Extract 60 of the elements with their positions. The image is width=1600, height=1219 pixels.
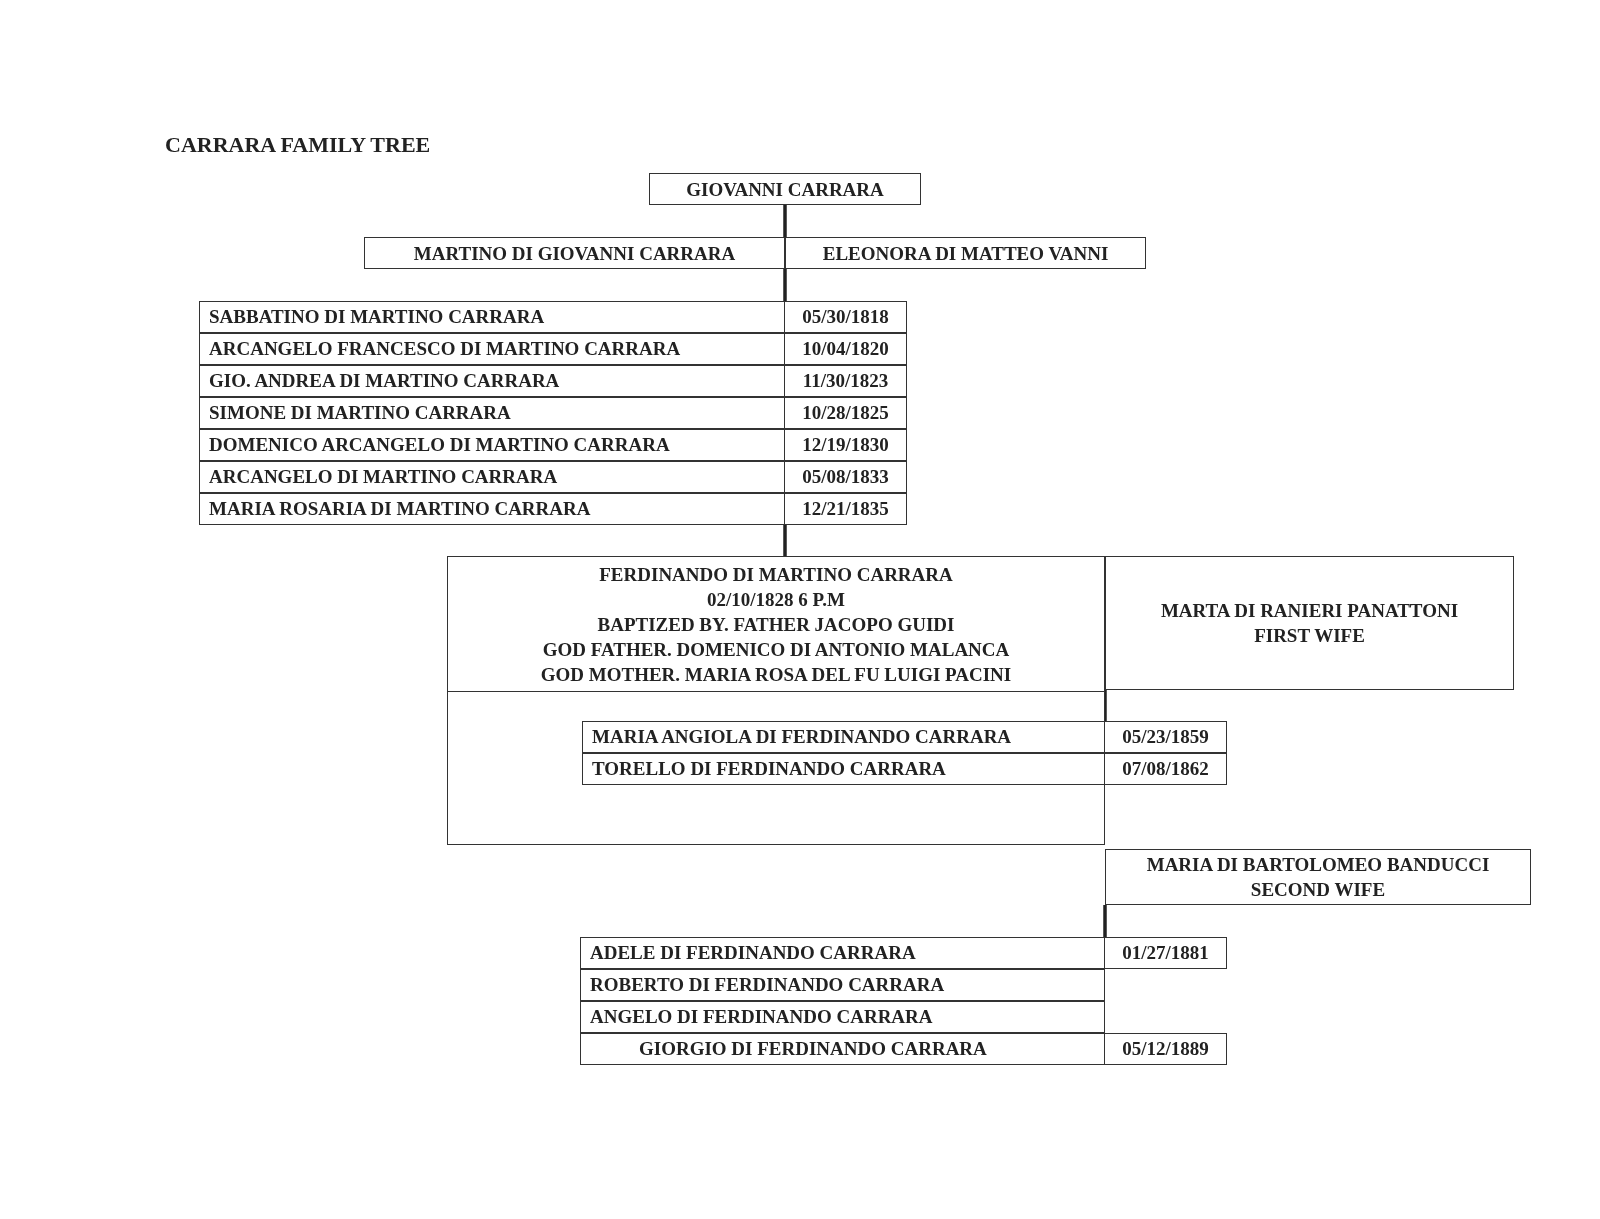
detail-text: GOD FATHER. DOMENICO DI ANTONIO MALANCA bbox=[542, 637, 1010, 662]
role-text: FIRST WIFE bbox=[1254, 624, 1365, 648]
birth-date: 10/28/1825 bbox=[784, 398, 906, 428]
role-text: SECOND WIFE bbox=[1250, 878, 1386, 902]
person-name: MARIA ROSARIA DI MARTINO CARRARA bbox=[208, 497, 592, 521]
person-name: ADELE DI FERDINANDO CARRARA bbox=[589, 941, 917, 965]
birth-date: 05/08/1833 bbox=[784, 462, 906, 492]
connector-line bbox=[1103, 905, 1107, 937]
person-name: FERDINANDO DI MARTINO CARRARA bbox=[599, 562, 953, 587]
detail-text: 02/10/1828 6 P.M bbox=[706, 587, 846, 612]
table-row bbox=[199, 365, 907, 397]
birth-date: 10/04/1820 bbox=[784, 334, 906, 364]
detail-text: GOD MOTHER. MARIA ROSA DEL FU LUIGI PACINI bbox=[540, 662, 1012, 687]
table-row bbox=[580, 1001, 1105, 1033]
person-box bbox=[1105, 849, 1531, 905]
birth-date: 11/30/1823 bbox=[784, 366, 906, 396]
birth-date: 05/23/1859 bbox=[1104, 722, 1226, 752]
person-box bbox=[364, 237, 785, 269]
table-row bbox=[582, 753, 1227, 785]
person-name: DOMENICO ARCANGELO DI MARTINO CARRARA bbox=[208, 433, 671, 457]
birth-date: 05/12/1889 bbox=[1104, 1034, 1226, 1064]
connector-line bbox=[783, 525, 787, 556]
table-row bbox=[580, 937, 1227, 969]
person-name: ANGELO DI FERDINANDO CARRARA bbox=[589, 1005, 934, 1029]
person-name: TORELLO DI FERDINANDO CARRARA bbox=[591, 757, 947, 781]
person-name: ARCANGELO DI MARTINO CARRARA bbox=[208, 465, 559, 489]
table-row bbox=[580, 1033, 1227, 1065]
table-row bbox=[580, 969, 1105, 1001]
connector-line bbox=[783, 205, 787, 237]
birth-date: 12/19/1830 bbox=[784, 430, 906, 460]
person-box bbox=[649, 173, 921, 205]
table-row bbox=[199, 397, 907, 429]
person-name: MARTA DI RANIERI PANATTONI bbox=[1160, 599, 1459, 623]
table-row bbox=[199, 461, 907, 493]
person-name: MARIA ANGIOLA DI FERDINANDO CARRARA bbox=[591, 725, 1013, 749]
connector-line bbox=[1103, 690, 1107, 721]
table-row bbox=[199, 429, 907, 461]
person-name: MARIA DI BARTOLOMEO BANDUCCI bbox=[1146, 853, 1490, 877]
person-name: ARCANGELO FRANCESCO DI MARTINO CARRARA bbox=[208, 337, 682, 361]
birth-date: 12/21/1835 bbox=[784, 494, 906, 524]
person-box bbox=[785, 237, 1146, 269]
person-box bbox=[1105, 556, 1514, 690]
title-text: CARRARA FAMILY TREE bbox=[165, 132, 431, 158]
detail-text: BAPTIZED BY. FATHER JACOPO GUIDI bbox=[597, 612, 955, 637]
person-name: GIO. ANDREA DI MARTINO CARRARA bbox=[208, 369, 561, 393]
birth-date: 01/27/1881 bbox=[1104, 938, 1226, 968]
birth-date: 05/30/1818 bbox=[784, 302, 906, 332]
table-row bbox=[199, 301, 907, 333]
person-name: SABBATINO DI MARTINO CARRARA bbox=[208, 305, 546, 329]
person-name: ROBERTO DI FERDINANDO CARRARA bbox=[589, 973, 946, 997]
table-row bbox=[199, 333, 907, 365]
table-row bbox=[199, 493, 907, 525]
person-name: MARTINO DI GIOVANNI CARRARA bbox=[413, 241, 736, 266]
person-name: GIORGIO DI FERDINANDO CARRARA bbox=[638, 1037, 988, 1061]
person-name: SIMONE DI MARTINO CARRARA bbox=[208, 401, 512, 425]
connector-line bbox=[783, 269, 787, 301]
person-name: ELEONORA DI MATTEO VANNI bbox=[822, 241, 1109, 266]
person-name: GIOVANNI CARRARA bbox=[686, 177, 884, 202]
birth-date: 07/08/1862 bbox=[1104, 754, 1226, 784]
table-row bbox=[582, 721, 1227, 753]
